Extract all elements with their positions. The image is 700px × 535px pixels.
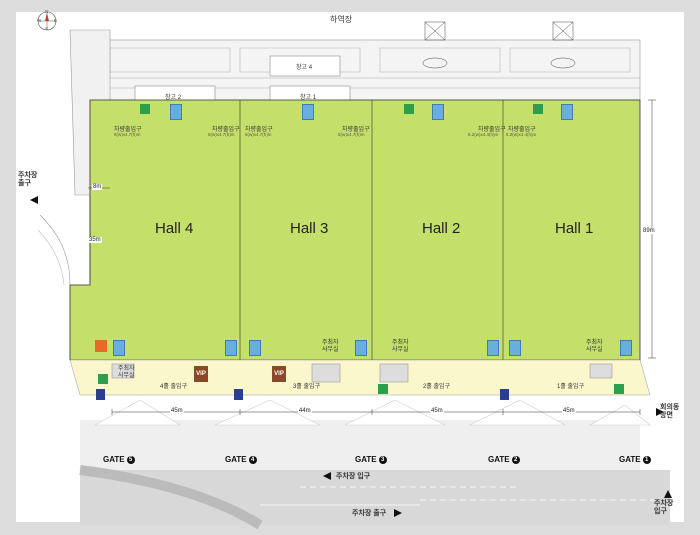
hall-4-entrance-label: 4홀 출입구 [160,384,188,390]
gate-number-badge: 2 [511,455,520,464]
vehicle-entrance-label: 차량출입구 [508,127,536,133]
vehicle-entrance-size: 5(w)x4.7(h)m [338,132,365,137]
vehicle-entrance-label: 차량출입구 [245,127,273,133]
gate-number-badge: 5 [126,455,135,464]
gate-text: GATE [488,455,510,464]
dim-bottom-45m: 45m [430,408,444,414]
restroom-icon [561,104,573,120]
storage-4-label: 창고 4 [296,65,313,71]
parking-entrance-right-label: 주차장 입구 [654,500,674,515]
arrow-parking-exit [394,509,402,517]
vehicle-entrance-size: 5.2(w)x4.4(h)m [468,132,499,137]
arrow-conference [656,408,664,416]
dim-8m: 8m [92,184,103,190]
lobby-area [69,359,651,396]
gate-number-badge: 1 [642,455,651,464]
gate-number-badge: 3 [378,455,387,464]
vip-room-icon: VIP [272,366,286,382]
compass-s: S [45,26,49,31]
elevator-icon [234,389,243,400]
restroom-icon [432,104,444,120]
vehicle-entrance-size: 6(w)x4.7(h)m [114,132,141,137]
exit-sign-icon [140,104,150,114]
parking-exit-bottom-label: 주차장 출구 [352,510,387,517]
storage-4-room [269,55,341,77]
arrow-parking-entrance [323,472,331,480]
vehicle-entrance-size: 6(w)x4.7(h)m [245,132,272,137]
vehicle-entrance-size: 5.2(w)x4.4(h)m [506,132,537,137]
compass-n: N [45,9,49,14]
dim-bottom-44m: 44m [298,408,312,414]
elevator-icon [500,389,509,400]
gate-text: GATE [355,455,377,464]
vehicle-entrance-label: 차량출입구 [114,127,142,133]
gate-text: GATE [103,455,125,464]
compass-w: W [37,18,42,23]
hall-4-label: Hall 4 [155,220,194,237]
hall-3-label: Hall 3 [290,220,329,237]
plaza [80,420,640,470]
dim-89m: 89m [642,228,656,234]
restroom-icon [509,340,521,356]
exit-sign-icon [533,104,543,114]
exit-sign-icon [614,384,624,394]
arrow-parking-entrance-right [664,490,672,498]
restroom-icon [249,340,261,356]
hall-2-entrance-label: 2홀 출입구 [423,384,451,390]
gate-number-badge: 4 [248,455,257,464]
organizer-office-label: 주최자 사무실 [586,340,603,353]
restroom-icon [302,104,314,120]
parking-exit-left-label: 주차장 출구 [18,172,38,187]
restroom-icon [487,340,499,356]
road [80,470,670,525]
organizer-office-label: 주최자 사무실 [322,340,339,353]
exit-sign-icon [378,384,388,394]
parking-entrance-label: 주차장 입구 [336,473,371,480]
vehicle-entrance-size: 6(w)x4.7(h)m [208,132,235,137]
loading-area-label: 하역장 [330,15,353,24]
storage-2-label: 창고 2 [165,95,182,101]
organizer-office-label: 주최자 사무실 [392,340,409,353]
hall-1-entrance-label: 1홀 출입구 [557,384,585,390]
arrow-left-parking [30,196,38,204]
hall-2-label: Hall 2 [422,220,461,237]
organizer-office-label: 주최자 사무실 [118,366,135,379]
storage-1-label: 창고 1 [300,95,317,101]
hall-3-entrance-label: 3홀 출입구 [293,384,321,390]
vehicle-entrance-label: 차량출입구 [212,127,240,133]
restroom-icon [113,340,125,356]
restroom-icon [225,340,237,356]
dim-35m: 35m [88,237,102,243]
elevator-icon [96,389,105,400]
compass-e: E [54,18,58,23]
dim-bottom-45m: 45m [170,408,184,414]
vip-room-icon: VIP [194,366,208,382]
gate-text: GATE [619,455,641,464]
stairs-icons [422,21,576,69]
accessibility-icon [95,340,107,352]
gate-text: GATE [225,455,247,464]
vehicle-entrance-label: 차량출입구 [342,127,370,133]
restroom-icon [620,340,632,356]
plaza-canopies [93,399,651,426]
conference-direction-label: 회의동 방면 [660,404,680,419]
restroom-icon [355,340,367,356]
exit-sign-icon [98,374,108,384]
vehicle-entrance-label: 차량출입구 [478,127,506,133]
dim-bottom-45m: 45m [562,408,576,414]
restroom-icon [170,104,182,120]
exit-sign-icon [404,104,414,114]
hall-1-label: Hall 1 [555,220,594,237]
